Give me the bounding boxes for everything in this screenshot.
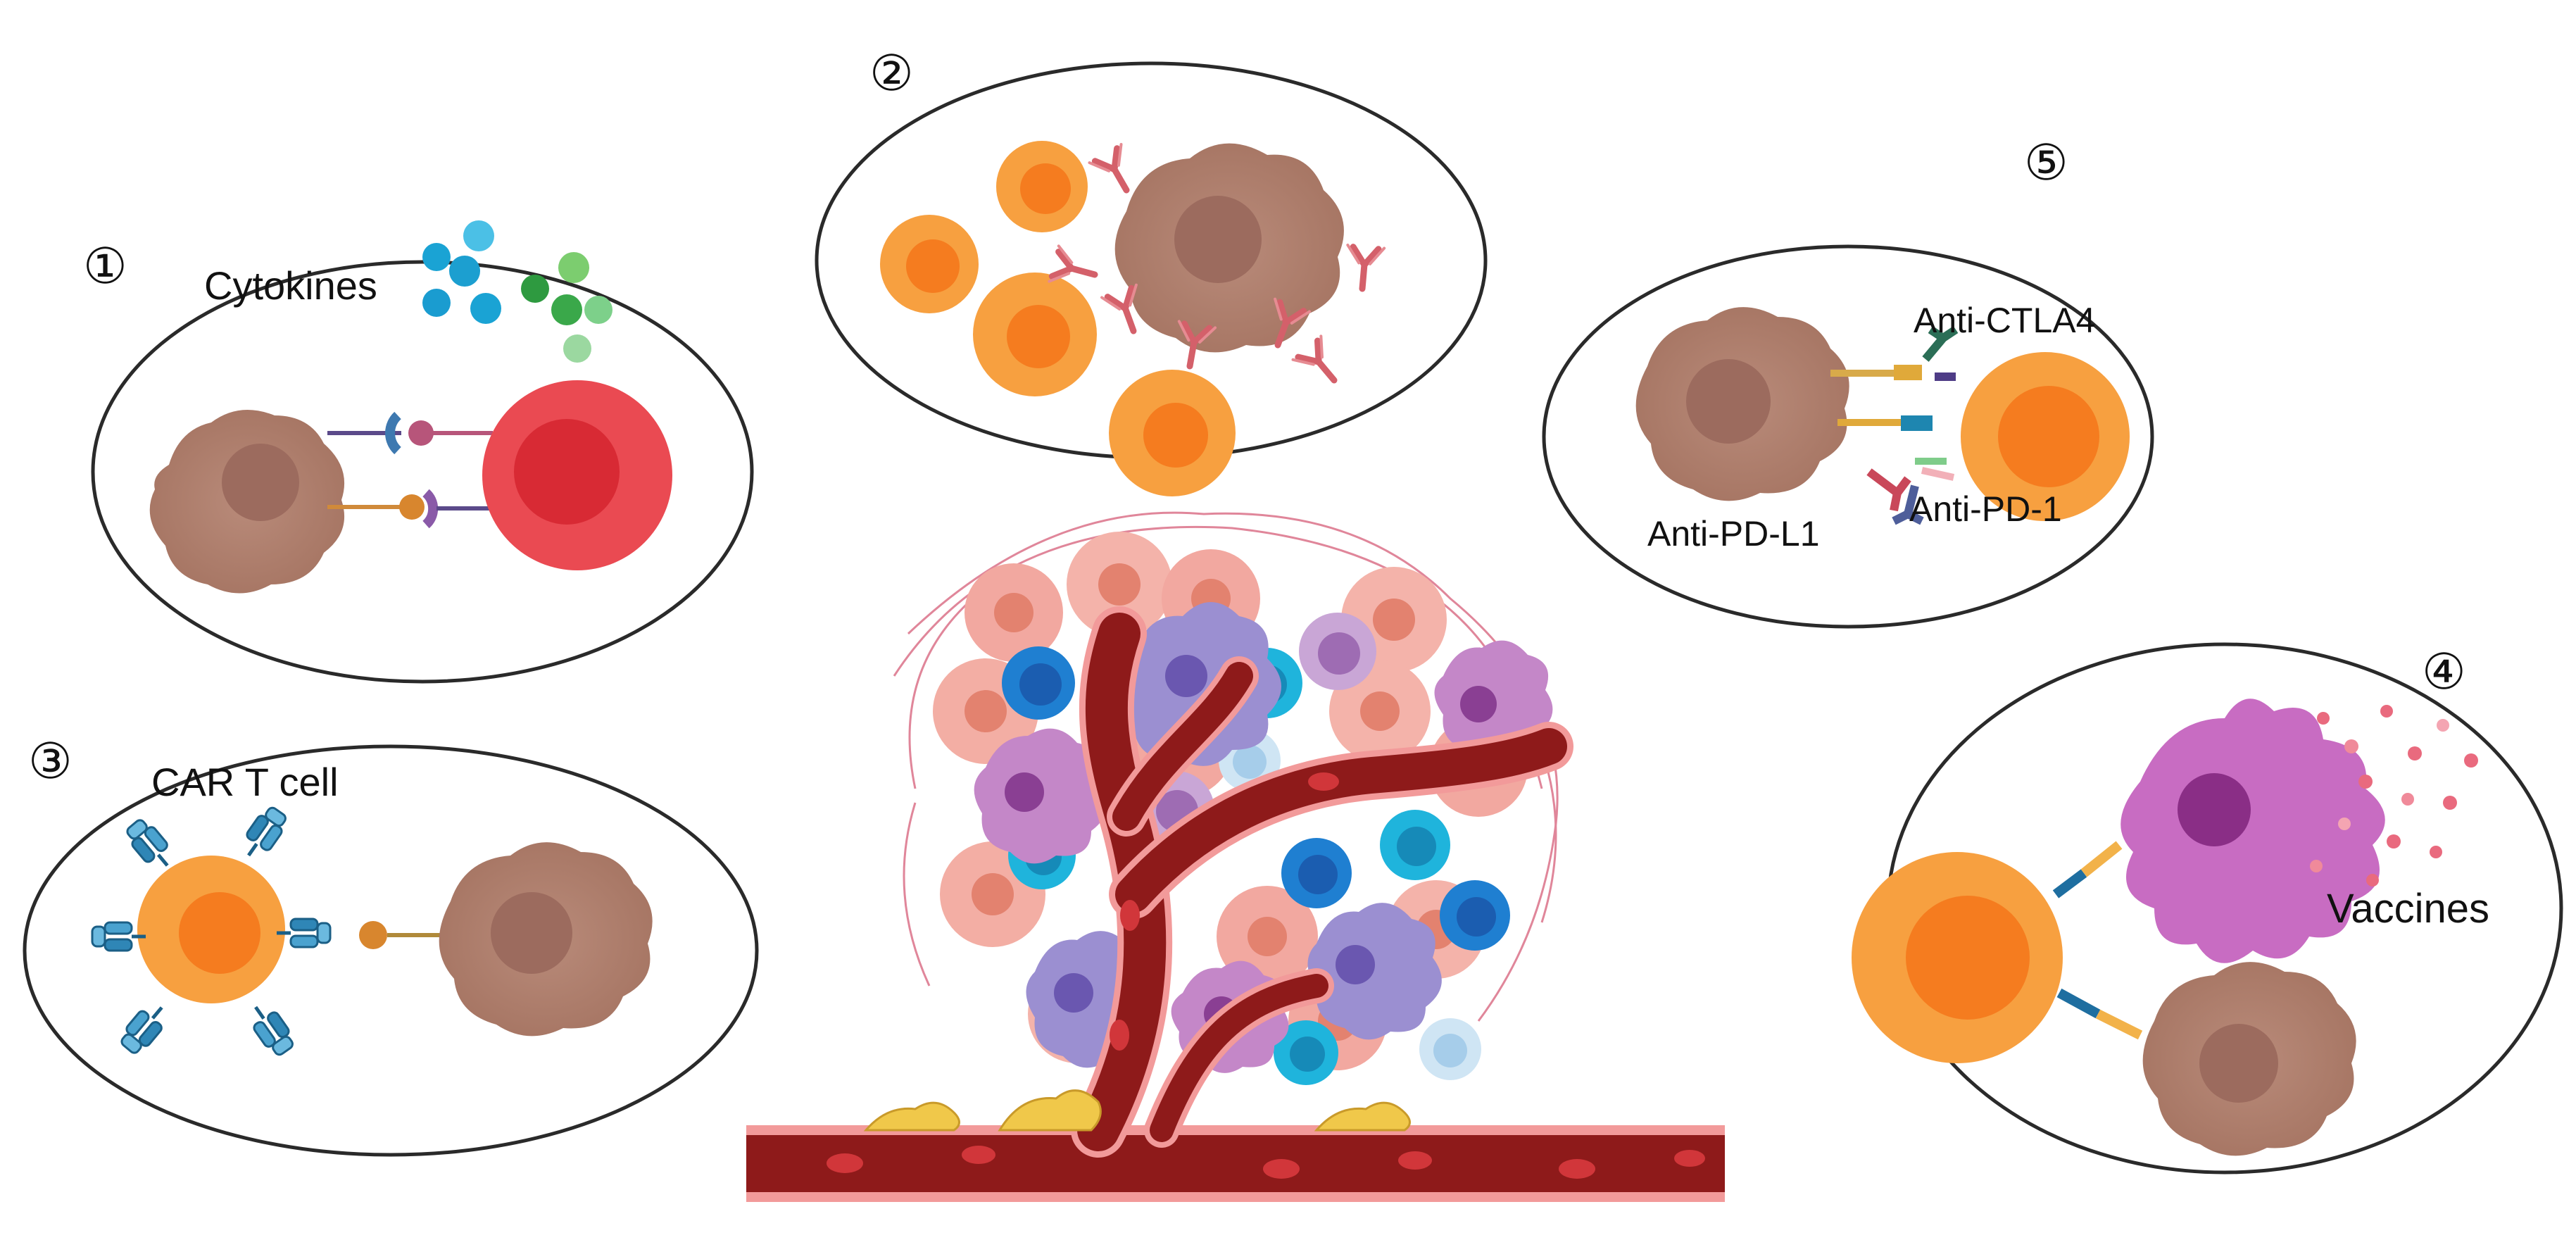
panel-4-number: ④: [2422, 643, 2466, 701]
panel-5-number: ⑤: [2024, 134, 2068, 192]
tumor-microenvironment: [746, 511, 1725, 1202]
panel-3-number: ③: [28, 732, 73, 790]
cytokine-icon: [422, 220, 612, 363]
blood-vessel-icon: [746, 606, 1725, 1202]
anti-pd-l1-label: Anti-PD-L1: [1647, 514, 1820, 553]
tumor-cell-icon: [439, 842, 653, 1037]
tumor-cell-icon: [149, 410, 345, 594]
anti-ctla4-label: Anti-CTLA4: [1914, 301, 2095, 340]
panel-1-cytokines: ① Cytokines: [83, 220, 754, 684]
cytokines-label: Cytokines: [204, 263, 377, 308]
car-t-cell-label: CAR T cell: [151, 760, 339, 804]
panel-4-vaccines: ④ Vaccines: [1852, 642, 2563, 1175]
panel-2-antibodies: ②: [815, 44, 1488, 496]
panel-1-ellipse: [91, 260, 754, 684]
receptor-ligand-pair: [327, 411, 500, 529]
tumor-cell-icon: [1635, 307, 1849, 501]
checkpoint-receptors: [1830, 326, 1959, 525]
panel-2-number: ②: [869, 44, 914, 102]
t-cell-icon: [880, 141, 1236, 496]
antigen-presentation: [2052, 841, 2143, 1040]
car-binding: [359, 921, 451, 949]
tumor-cell-icon: [1114, 143, 1344, 353]
vaccines-label: Vaccines: [2327, 886, 2489, 932]
panel-3-car-t-cell: ③ CAR T cell: [23, 732, 759, 1157]
t-cell-icon: [1961, 352, 2130, 521]
panel-1-number: ①: [83, 237, 127, 295]
vaccine-particles: [2310, 705, 2478, 887]
tumor-cell-icon: [2142, 962, 2356, 1156]
panel-5-checkpoint-inhibitors: ⑤ Anti-CTLA4 Anti-PD-L1 Anti-PD-1: [1542, 134, 2154, 629]
panel-3-ellipse: [23, 744, 759, 1157]
car-t-cell-icon: [137, 856, 285, 1003]
anti-pd-1-label: Anti-PD-1: [1909, 489, 2062, 529]
nk-cell-icon: [482, 380, 672, 570]
dendritic-cell-icon: [2121, 699, 2385, 963]
t-cell-icon: [1852, 852, 2063, 1063]
panel-5-ellipse: [1542, 244, 2154, 629]
